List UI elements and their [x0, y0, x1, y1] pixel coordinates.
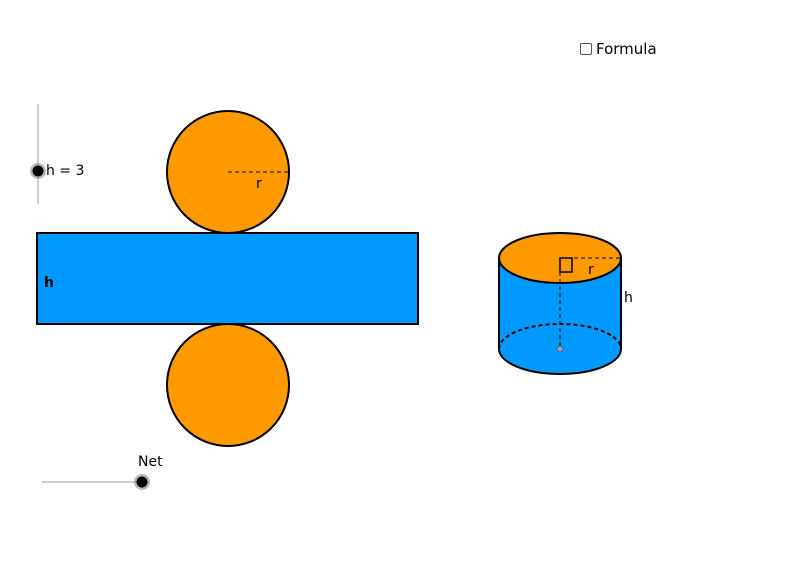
formula-toggle[interactable]: Formula — [580, 40, 657, 58]
height-slider-knob[interactable] — [32, 165, 44, 177]
right-angle-icon — [559, 257, 573, 273]
net-lateral-rectangle — [36, 232, 419, 325]
cylinder-height-label: h — [624, 290, 633, 306]
formula-label: Formula — [596, 40, 657, 58]
net-bottom-circle — [166, 323, 290, 447]
net-height-label: h — [44, 275, 54, 291]
net-slider-label: Net — [138, 454, 163, 470]
height-slider-label: h = 3 — [46, 163, 84, 179]
cylinder-bottom-front-edge — [498, 348, 622, 375]
formula-checkbox[interactable] — [580, 43, 592, 55]
cylinder-center-point — [556, 345, 564, 353]
net-radius-label: r — [256, 176, 262, 192]
cylinder-radius-label: r — [588, 262, 594, 278]
net-slider-knob[interactable] — [136, 476, 148, 488]
